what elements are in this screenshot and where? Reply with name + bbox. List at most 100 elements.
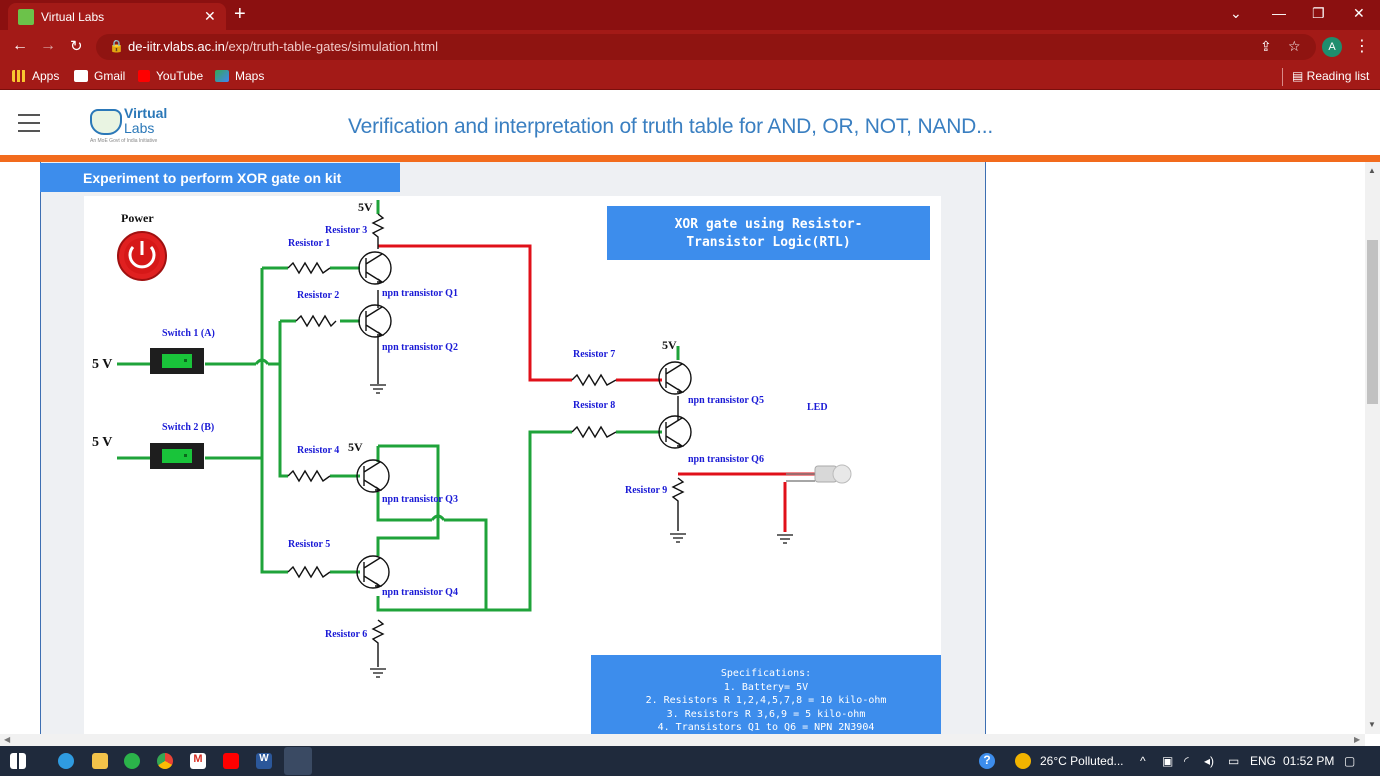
bookmark-gmail[interactable]: Gmail [74,69,125,83]
horizontal-scrollbar[interactable]: ◀ ▶ [0,734,1365,746]
close-window-button[interactable]: ✕ [1353,5,1365,21]
network-icon[interactable]: ▣ [1162,754,1174,768]
virtual-labs-favicon-icon [18,9,34,25]
bookmark-youtube[interactable]: YouTube [138,69,203,83]
wire-red-q1-to-r7 [378,244,572,382]
wire-to-r8 [486,430,572,612]
transistor-q6-label: npn transistor Q6 [688,454,764,465]
whatsapp-icon[interactable] [124,753,140,769]
transistor-q6-icon [658,415,692,449]
weather-text[interactable]: 26°C Polluted... [1040,754,1124,768]
weather-icon[interactable] [1015,753,1031,769]
resistor-1-label: Resistor 1 [288,238,331,249]
left-margin [0,162,40,734]
virtual-labs-logo[interactable]: Virtual Labs An MoE Govt of India Initia… [86,103,168,144]
apps-grid-icon [12,70,26,82]
resistor-3-label: Resistor 3 [325,225,368,236]
wire-b-bus [278,321,288,478]
switch-a-toggle[interactable] [150,348,204,374]
browser-menu-icon[interactable]: ⋮ [1354,38,1370,55]
new-tab-button[interactable]: + [234,3,246,25]
windows-start-icon[interactable] [10,753,26,769]
resistor-3-zigzag [371,213,385,249]
power-button[interactable] [116,229,168,281]
maps-icon [215,70,229,82]
battery-icon[interactable]: ▭ [1228,754,1240,768]
transistor-q3-label: npn transistor Q3 [382,494,458,505]
profile-down-icon[interactable]: ⌄ [1230,5,1242,21]
transistor-q1-icon [358,251,392,285]
close-tab-icon[interactable]: ✕ [204,8,216,24]
notifications-icon[interactable]: ▢ [1344,754,1356,768]
minimize-button[interactable]: — [1272,5,1286,21]
logo-text-virtual: Virtual [124,105,168,121]
ground-r6-icon [370,668,386,678]
profile-avatar[interactable]: A [1322,37,1342,57]
bookmarks-bar: Apps Gmail YouTube Maps ▤ Reading list [0,64,1380,90]
ground-led-icon [777,534,793,544]
url-text: de-iitr.vlabs.ac.in/exp/truth-table-gate… [128,39,438,54]
panel-border-right [985,162,986,734]
scroll-down-icon[interactable]: ▼ [1368,720,1376,729]
tray-expand-icon[interactable]: ^ [1140,754,1146,768]
transistor-q2-label: npn transistor Q2 [382,342,458,353]
volume-icon[interactable]: ◂) [1204,754,1215,768]
input-a-voltage: 5 V [92,357,113,372]
scroll-right-icon[interactable]: ▶ [1354,735,1361,744]
reading-list-button[interactable]: ▤ Reading list [1292,69,1370,83]
lock-icon[interactable]: 🔒 [109,39,124,53]
browser-tab[interactable]: Virtual Labs ✕ [8,3,226,30]
help-icon[interactable]: ? [979,753,995,769]
share-icon[interactable]: ⇪ [1260,38,1272,54]
spec-line: 3. Resistors R 3,6,9 = 5 kilo-ohm [666,708,866,720]
youtube-icon [138,70,150,82]
youtube-taskbar-icon[interactable] [223,753,239,769]
wire-a-bus [260,268,288,574]
resistor-8-zigzag [571,425,617,439]
led-icon [786,464,852,484]
resistor-1-zigzag [287,261,331,275]
transistor-q4-icon [356,555,390,589]
site-header: Virtual Labs An MoE Govt of India Initia… [0,91,1380,157]
windows-taskbar: M W ? 26°C Polluted... ^ ▣ ◜ ◂) ▭ ENG 01… [0,746,1380,776]
switch-b-toggle[interactable] [150,443,204,469]
power-button-icon [117,231,167,281]
specs-title: Specifications: [720,668,812,679]
circuit-title-box: XOR gate using Resistor- Transistor Logi… [607,206,930,260]
bookmark-maps[interactable]: Maps [215,69,264,83]
experiment-heading: Experiment to perform XOR gate on kit [40,163,400,192]
scrollbar-thumb[interactable] [1367,240,1378,404]
bookmark-apps[interactable]: Apps [12,69,59,83]
tab-title: Virtual Labs [41,10,105,24]
file-explorer-icon[interactable] [92,753,108,769]
scroll-left-icon[interactable]: ◀ [4,735,11,744]
chrome-active-icon[interactable] [284,747,312,775]
resistor-8-label: Resistor 8 [573,400,616,411]
word-icon[interactable]: W [256,753,272,769]
resistor-5-label: Resistor 5 [288,539,331,550]
gmail-taskbar-icon[interactable]: M [190,753,206,769]
panel-border-left [40,162,41,734]
switch-2-label: Switch 2 (B) [162,422,215,433]
clock[interactable]: 01:52 PM [1283,754,1335,768]
back-arrow-icon[interactable]: ← [12,37,28,54]
edge-icon[interactable] [58,753,74,769]
forward-arrow-icon[interactable]: → [40,37,56,54]
resistor-5-zigzag [287,565,331,579]
hamburger-menu-icon[interactable] [18,114,40,138]
address-bar[interactable]: 🔒 de-iitr.vlabs.ac.in/exp/truth-table-ga… [96,34,1316,60]
wifi-icon[interactable]: ◜ [1184,754,1189,768]
vertical-scrollbar[interactable]: ▲ ▼ [1365,162,1380,734]
power-label: Power [121,211,154,225]
language-indicator[interactable]: ENG [1250,754,1277,768]
chrome-icon[interactable] [157,753,173,769]
transistor-q3-icon [356,459,390,493]
scroll-up-icon[interactable]: ▲ [1368,166,1376,175]
bookmark-star-icon[interactable]: ☆ [1288,38,1301,54]
spec-line: 1. Battery= 5V [723,681,809,693]
maximize-button[interactable]: ❐ [1312,5,1325,21]
circuit-canvas [84,196,941,734]
reload-icon[interactable]: ↻ [70,38,83,55]
resistor-4-zigzag [287,469,331,483]
